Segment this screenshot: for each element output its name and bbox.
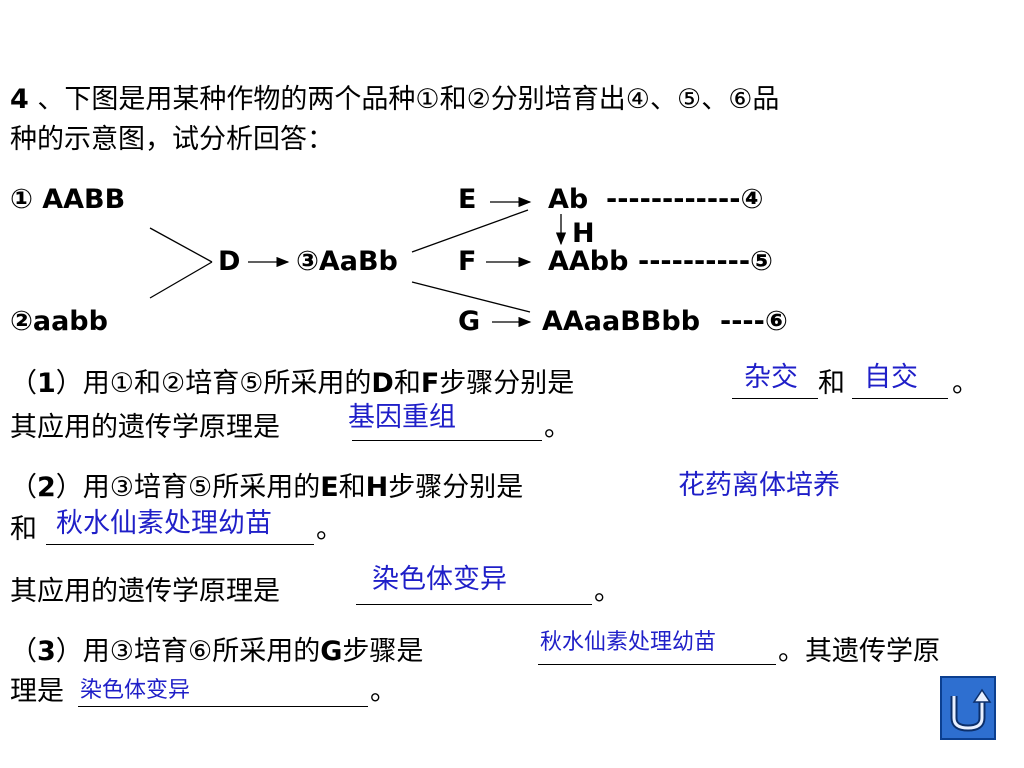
f1-label: ③AaBb [296,246,398,277]
q2-answer-2: 秋水仙素处理幼苗 [56,508,272,539]
return-icon [950,688,992,732]
return-button[interactable] [940,676,996,740]
q3-line1: （3）用③培育⑥所采用的G步骤是 [10,636,424,667]
step-d-label: D [218,246,241,277]
q1-line1: （1）用①和②培育⑤所采用的D和F步骤分别是 [10,368,575,399]
q2-line3: 其应用的遗传学原理是 [10,576,280,607]
q1-blank-1[interactable] [732,398,818,399]
step-f-label: F [458,246,477,277]
q1-answer-2: 自交 [864,362,918,393]
q1-blank-3[interactable] [352,440,542,441]
q2-line1: （2）用③培育⑤所采用的E和H步骤分别是 [10,472,524,503]
q2-end3: 。 [594,576,621,607]
cross-line-lower [149,261,213,299]
question-title: 4 、下图是用某种作物的两个品种①和②分别培育出④、⑤、⑥品 [10,84,779,116]
q2-answer-3: 染色体变异 [372,564,507,595]
q1-line2: 其应用的遗传学原理是 [10,412,280,443]
product-aaaabbbb: AAaaBBbb [542,306,701,337]
q3-line1-end: 。其遗传学原 [778,636,940,667]
line-to-g [411,281,531,313]
q1-and: 和 [818,368,845,399]
q3-answer-1: 秋水仙素处理幼苗 [540,630,717,655]
cross-line-upper [149,227,213,263]
dash-line-6: ----⑥ [720,306,788,337]
q2-blank-2[interactable] [46,544,314,545]
q3-end: 。 [370,676,397,707]
q2-end: 。 [316,514,343,545]
q1-answer-1: 杂交 [744,362,798,393]
q2-answer-1: 花药离体培养 [678,470,840,501]
dash-line-5: ----------⑤ [638,246,773,277]
question-line2: 种的示意图，试分析回答： [10,124,334,155]
step-h-label: H [572,218,595,249]
parent-1: ① AABB [10,184,126,215]
q3-line2: 理是 [10,676,64,707]
q1-blank-2[interactable] [852,398,948,399]
product-ab: Ab [548,184,589,215]
line-to-e [411,209,529,253]
step-g-label: G [458,306,481,337]
question-number: 4 [10,84,29,115]
q3-answer-2: 染色体变异 [80,678,191,703]
parent-2: ②aabb [10,306,108,337]
q3-blank-1[interactable] [538,664,776,665]
q2-blank-3[interactable] [356,604,592,605]
q2-line2-prefix: 和 [10,514,37,545]
q1-end: 。 [952,368,979,399]
q1-answer-3: 基因重组 [348,402,456,433]
product-aabb: AAbb [548,246,629,277]
step-e-label: E [458,184,477,215]
q1-end2: 。 [544,412,571,443]
question-line1: 、下图是用某种作物的两个品种①和②分别培育出④、⑤、⑥品 [37,84,780,115]
dash-line-4: ------------④ [606,184,764,215]
q3-blank-2[interactable] [78,706,368,707]
